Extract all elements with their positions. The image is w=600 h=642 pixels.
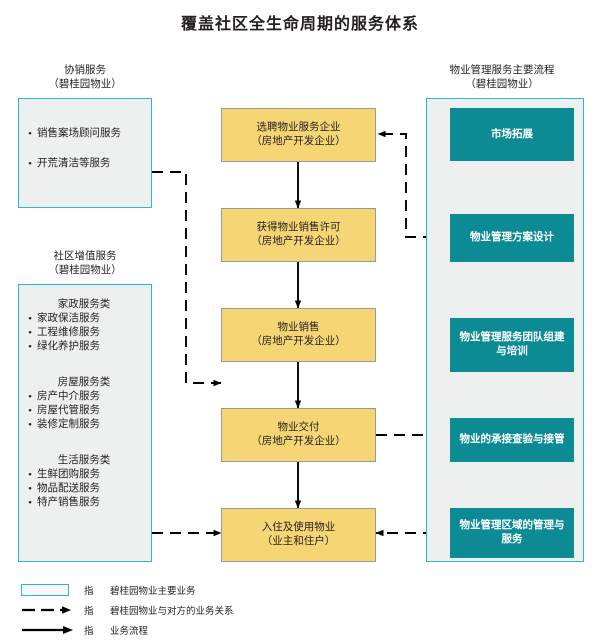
node-line-1: 市场拓展 — [491, 128, 533, 140]
legend-row-business-relationship: 指 碧桂园物业与对方的业务关系 — [18, 600, 438, 620]
panel-community-value-added-services[interactable]: 家政服务类 • 家政保洁服务 • 工程维修服务 • 绿化养护服务 房屋服务类 •… — [18, 284, 152, 562]
group-heading: 生活服务类 — [57, 455, 111, 466]
bullet-icon: • — [28, 158, 32, 170]
caption-line-1: 协销服务 — [64, 65, 106, 76]
caption-line-2: （碧桂园物业） — [48, 79, 122, 90]
flow-node-area-management-service[interactable]: 物业管理区域的管理与 服务 — [450, 508, 574, 558]
node-line-2: （房地产开发企业） — [251, 136, 346, 147]
legend-zhi-label: 指 — [84, 607, 94, 617]
legend: 指 碧桂园物业主要业务 指 碧桂园物业与对方的业务关系 指 业务流程 — [18, 580, 438, 640]
legend-zhi-label: 指 — [84, 587, 94, 597]
node-line-2: （房地产开发企业） — [251, 336, 346, 347]
flow-node-property-delivery[interactable]: 物业交付 （房地产开发企业） — [221, 408, 376, 462]
node-line-2: （业主和住户） — [261, 536, 336, 547]
node-line-1: 选聘物业服务企业 — [256, 122, 341, 133]
list-item: • 家政保洁服务 — [23, 312, 145, 326]
node-line-1: 物业管理区域的管理与 — [459, 520, 565, 531]
panel-caption-pm-process: 物业管理服务主要流程 （碧桂园物业） — [420, 64, 584, 92]
list-item-label: 装修定制服务 — [37, 419, 100, 430]
group-heading: 家政服务类 — [57, 299, 111, 310]
node-line-1: 物业管理方案设计 — [470, 232, 554, 243]
legend-label: 碧桂园物业与对方的业务关系 — [110, 607, 234, 617]
list-item-label: 房屋代管服务 — [37, 405, 100, 416]
node-line-1: 物业管理服务团队组建 — [459, 332, 565, 343]
legend-label: 碧桂园物业主要业务 — [110, 587, 196, 597]
list-item-label: 绿化养护服务 — [37, 341, 100, 352]
caption-line-2: （碧桂园物业） — [48, 265, 122, 276]
bullet-icon: • — [28, 483, 32, 495]
caption-line-1: 物业管理服务主要流程 — [449, 65, 555, 76]
flow-node-team-building-training[interactable]: 物业管理服务团队组建 与培训 — [450, 318, 574, 372]
list-item-label: 房产中介服务 — [37, 391, 100, 402]
flow-node-property-sales[interactable]: 物业销售 （房地产开发企业） — [221, 308, 376, 362]
list-item: • 特产销售服务 — [23, 496, 145, 510]
bullet-icon: • — [28, 419, 32, 431]
list-item: • 工程维修服务 — [23, 326, 145, 340]
page-title: 覆盖社区全生命周期的服务体系 — [180, 16, 419, 33]
node-line-2: （房地产开发企业） — [251, 436, 346, 447]
node-line-2: 服务 — [501, 534, 523, 545]
bullet-icon: • — [28, 469, 32, 481]
bullet-icon: • — [28, 497, 32, 509]
bullet-icon: • — [28, 313, 32, 325]
list-item: • 生鲜团购服务 — [23, 468, 145, 482]
flow-node-move-in-and-use[interactable]: 入住及使用物业 （业主和住户） — [221, 508, 376, 562]
solid-arrow-icon — [18, 621, 84, 639]
node-line-1: 物业的承接查验与接管 — [459, 434, 565, 445]
list-item: • 装修定制服务 — [23, 418, 145, 432]
node-line-2: （房地产开发企业） — [251, 236, 346, 247]
flow-node-select-property-company[interactable]: 选聘物业服务企业 （房地产开发企业） — [221, 108, 376, 162]
flow-node-obtain-sales-permit[interactable]: 获得物业销售许可 （房地产开发企业） — [221, 208, 376, 262]
flow-node-pm-plan-design[interactable]: 物业管理方案设计 — [450, 214, 574, 262]
panel-caption-xiaoxiao: 协销服务 （碧桂园物业） — [18, 64, 152, 92]
bullet-icon: • — [28, 391, 32, 403]
list-item-label: 家政保洁服务 — [37, 313, 100, 324]
list-item: • 房产中介服务 — [23, 390, 145, 404]
legend-row-primary-business: 指 碧桂园物业主要业务 — [18, 580, 438, 600]
caption-line-2: （碧桂园物业） — [465, 79, 539, 90]
list-item-label: 销售案场顾问服务 — [37, 128, 121, 139]
cyan-box-icon — [18, 581, 84, 599]
node-line-1: 入住及使用物业 — [261, 522, 336, 533]
list-item-label: 特产销售服务 — [37, 497, 100, 508]
group-heading: 房屋服务类 — [57, 377, 111, 388]
list-item-label: 开荒清洁等服务 — [37, 158, 111, 169]
flow-node-market-expansion[interactable]: 市场拓展 — [450, 108, 574, 161]
bullet-icon: • — [28, 327, 32, 339]
node-line-1: 物业交付 — [277, 422, 320, 433]
legend-label: 业务流程 — [110, 627, 149, 637]
node-line-1: 物业销售 — [277, 322, 320, 333]
dashed-arrow-icon — [18, 601, 84, 619]
panel-caption-community-value: 社区增值服务 （碧桂园物业） — [18, 250, 152, 278]
list-item: • 房屋代管服务 — [23, 404, 145, 418]
flow-node-takeover-inspection[interactable]: 物业的承接查验与接管 — [450, 418, 574, 462]
node-line-2: 与培训 — [496, 346, 528, 357]
list-item-label: 工程维修服务 — [37, 327, 100, 338]
list-item: • 销售案场顾问服务 — [23, 127, 145, 141]
list-item: • 物品配送服务 — [23, 482, 145, 496]
bullet-icon: • — [28, 128, 32, 140]
legend-row-business-flow: 指 业务流程 — [18, 620, 438, 640]
node-line-1: 获得物业销售许可 — [256, 222, 341, 233]
bullet-icon: • — [28, 405, 32, 417]
list-item: • 开荒清洁等服务 — [23, 157, 145, 171]
list-item-label: 物品配送服务 — [37, 483, 100, 494]
list-item: • 绿化养护服务 — [23, 340, 145, 354]
panel-coordinated-sales-services[interactable]: • 销售案场顾问服务 • 开荒清洁等服务 — [18, 98, 152, 208]
list-item-label: 生鲜团购服务 — [37, 469, 100, 480]
legend-zhi-label: 指 — [84, 627, 94, 637]
bullet-icon: • — [28, 341, 32, 353]
caption-line-1: 社区增值服务 — [53, 251, 117, 262]
